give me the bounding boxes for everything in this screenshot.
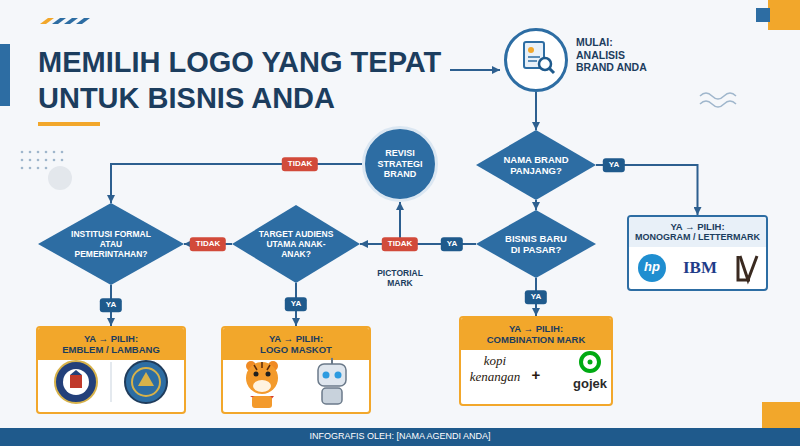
box-body: LOGO MASKOT bbox=[258, 344, 334, 355]
dot-pattern bbox=[21, 151, 64, 170]
tiger-mascot bbox=[246, 361, 278, 408]
node-text: NAMA BRAND PANJANG? bbox=[500, 154, 572, 177]
stripe-mark bbox=[64, 18, 78, 24]
node-text: BISNIS BARU DI PASAR? bbox=[500, 233, 572, 256]
wave-lines bbox=[700, 93, 736, 107]
flow-arrow bbox=[535, 200, 537, 210]
corner-square bbox=[756, 8, 770, 22]
node-text: MULAI: ANALISIS BRAND ANDA bbox=[576, 36, 656, 74]
divider bbox=[111, 362, 112, 402]
edge-label-pill: YA bbox=[441, 237, 463, 251]
box-header: YA → PILIH:LOGO MASKOT bbox=[223, 328, 369, 360]
circle-shape bbox=[364, 128, 437, 201]
corner-square bbox=[768, 0, 800, 30]
node-text: REVISI STRATEGI BRAND bbox=[371, 148, 429, 180]
deco-circle bbox=[48, 166, 72, 190]
box-header: YA → PILIH:MONOGRAM / LETTERMARK bbox=[629, 217, 766, 247]
title-underline bbox=[38, 122, 100, 126]
circle-shape bbox=[506, 30, 567, 91]
hp-logo bbox=[638, 254, 666, 282]
pictorial-label: PICTORIAL MARK bbox=[370, 268, 430, 288]
caption: INFOGRAFIS OLEH: [NAMA AGENDI ANDA] bbox=[0, 431, 800, 442]
edge-label-pill: YA bbox=[525, 290, 547, 304]
result-box: YA → PILIH:EMBLEM / LAMBANG bbox=[36, 326, 186, 414]
flow-arrow bbox=[596, 165, 698, 215]
plus-sign: + bbox=[528, 366, 544, 384]
edge-label-pill: TIDAK bbox=[382, 237, 418, 251]
decision-diamond: BISNIS BARU DI PASAR? bbox=[476, 210, 596, 278]
edge-label-pill: TIDAK bbox=[190, 237, 226, 251]
box-body: EMBLEM / LAMBANG bbox=[60, 344, 162, 355]
gojek-logo bbox=[588, 360, 593, 365]
flow-arrow bbox=[295, 283, 297, 326]
logo-text: gojek bbox=[568, 376, 612, 392]
edge-label-pill: YA bbox=[603, 158, 625, 172]
circle-outline bbox=[504, 28, 568, 92]
box-body: MONOGRAM / LETTERMARK bbox=[633, 232, 762, 243]
stripe-mark bbox=[40, 18, 54, 24]
side-bar bbox=[0, 44, 10, 106]
gojek-logo bbox=[581, 353, 599, 371]
node-text: INSTITUSI FORMAL ATAU PEMERINTAHAN? bbox=[65, 229, 157, 260]
box-heading: YA → PILIH: bbox=[82, 333, 140, 344]
box-header: YA → PILIH:COMBINATION MARK bbox=[461, 318, 611, 350]
flow-arrow bbox=[360, 243, 476, 245]
flow-arrow bbox=[111, 164, 362, 203]
start-circle: MULAI: ANALISIS BRAND ANDA bbox=[504, 28, 568, 92]
box-heading: YA → PILIH: bbox=[668, 221, 726, 232]
flow-arrow bbox=[400, 202, 476, 244]
analysis-icon bbox=[524, 42, 554, 73]
government-seal bbox=[125, 361, 167, 403]
decision-diamond: NAMA BRAND PANJANG? bbox=[476, 130, 596, 200]
decision-diamond: TARGET AUDIENS UTAMA ANAK-ANAK? bbox=[232, 205, 360, 283]
corner-square bbox=[762, 402, 800, 428]
decision-diamond: INSTITUSI FORMAL ATAU PEMERINTAHAN? bbox=[38, 203, 184, 285]
logo-text: kopi kenangan bbox=[464, 353, 526, 384]
diamond-shape bbox=[232, 205, 360, 283]
node-text: TARGET AUDIENS UTAMA ANAK-ANAK? bbox=[256, 229, 336, 260]
diamond-shape bbox=[476, 210, 596, 278]
edge-label-pill: YA bbox=[285, 297, 307, 311]
logo-text: IBM bbox=[676, 258, 724, 278]
flow-arrow bbox=[184, 243, 232, 245]
title-arrow bbox=[450, 69, 500, 71]
box-body: COMBINATION MARK bbox=[485, 334, 588, 345]
footer-band bbox=[0, 428, 800, 446]
diamond-shape bbox=[38, 203, 184, 285]
box-heading: YA → PILIH: bbox=[507, 323, 565, 334]
logo-text: hp bbox=[638, 259, 666, 275]
edge-label-pill: YA bbox=[100, 298, 122, 312]
lv-logo bbox=[738, 256, 757, 280]
university-seal bbox=[55, 361, 97, 403]
result-box: YA → PILIH:LOGO MASKOT bbox=[221, 326, 371, 414]
flow-arrow bbox=[110, 285, 112, 326]
stripe-mark bbox=[76, 18, 90, 24]
stripe-mark bbox=[52, 18, 66, 24]
result-box: YA → PILIH:MONOGRAM / LETTERMARK bbox=[627, 215, 768, 291]
flow-arrow bbox=[535, 278, 537, 316]
result-box: YA → PILIH:COMBINATION MARK bbox=[459, 316, 613, 406]
robot-mascot bbox=[318, 352, 346, 404]
revise-circle: REVISI STRATEGI BRAND bbox=[362, 126, 438, 202]
title: MEMILIH LOGO YANG TEPAT UNTUK BISNIS AND… bbox=[38, 44, 468, 116]
box-heading: YA → PILIH: bbox=[267, 333, 325, 344]
diamond-shape bbox=[476, 130, 596, 200]
flow-arrow bbox=[535, 92, 537, 130]
box-header: YA → PILIH:EMBLEM / LAMBANG bbox=[38, 328, 184, 360]
edge-label-pill: TIDAK bbox=[282, 157, 318, 171]
